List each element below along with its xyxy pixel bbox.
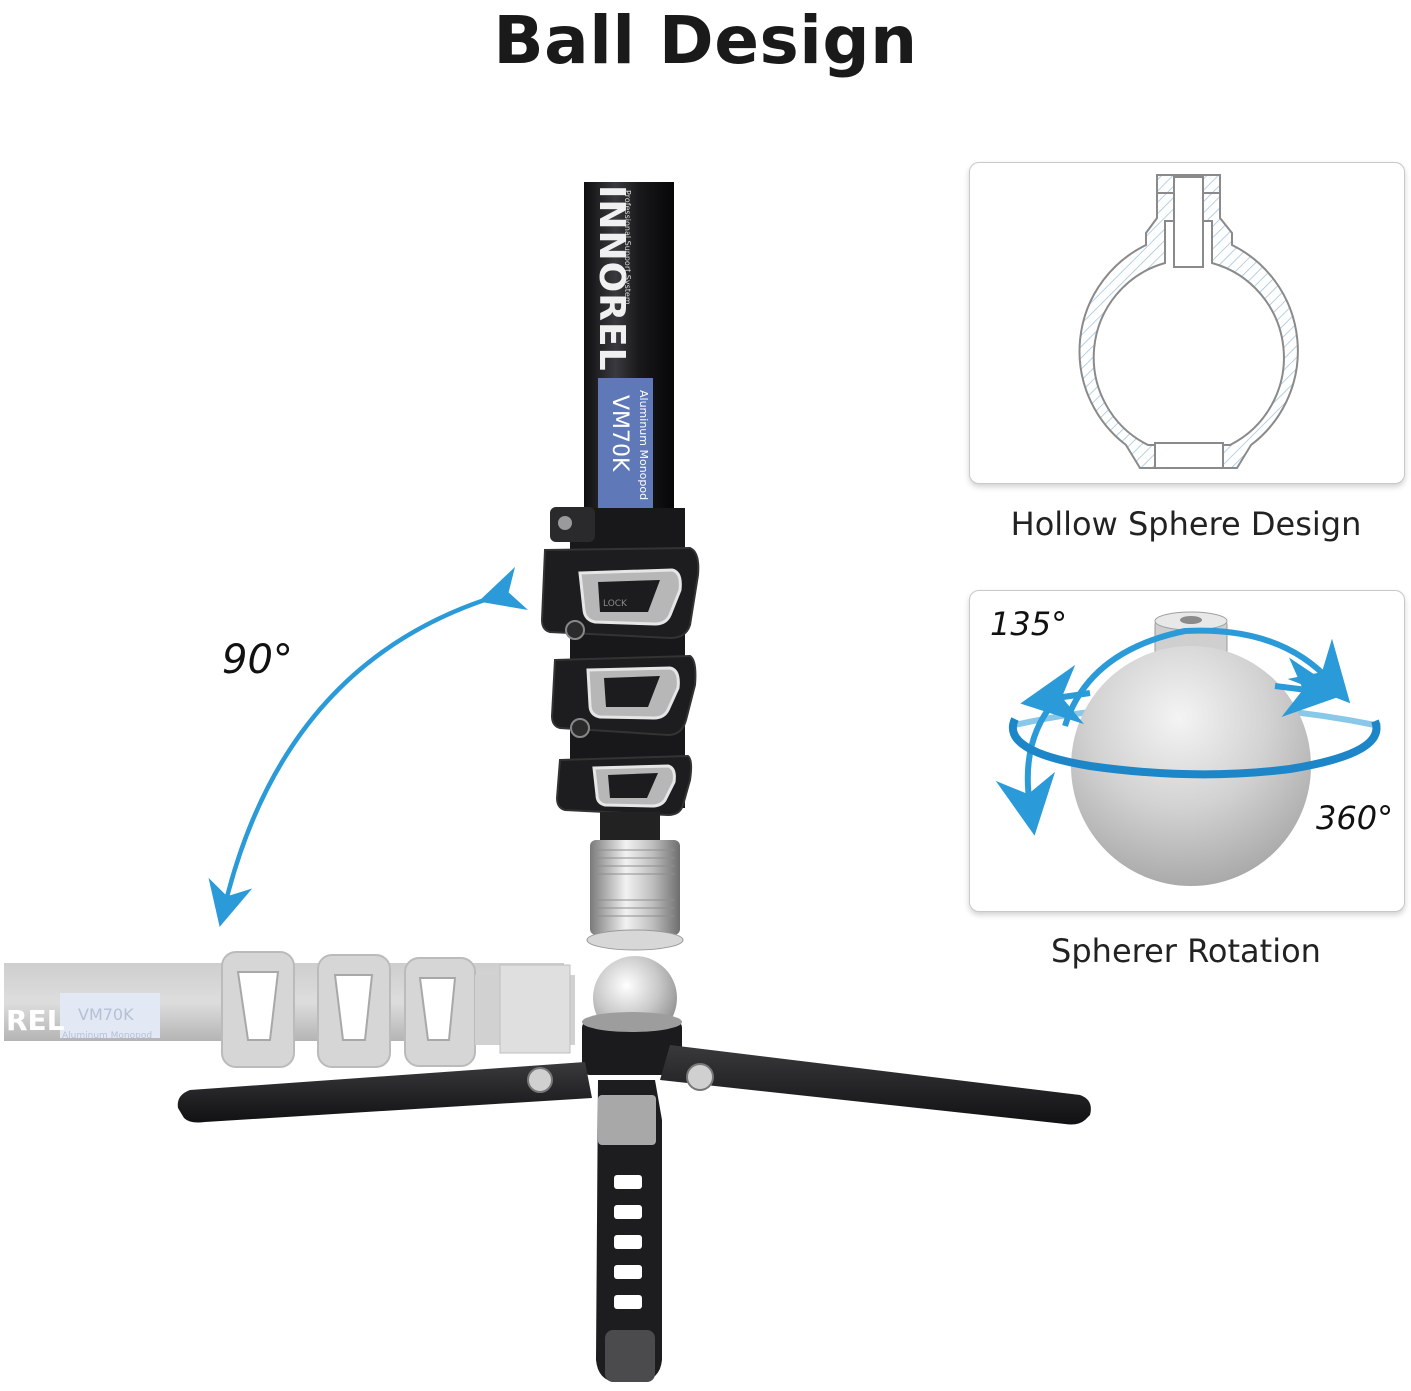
rotation-illustration <box>995 611 1381 886</box>
tilt-arrow-icon <box>208 566 529 927</box>
ball-head-base <box>177 956 1091 1382</box>
angle-360-label: 360° <box>1316 799 1394 837</box>
hollow-sphere-card <box>969 162 1405 484</box>
tagline-text: Professional Support System <box>623 190 632 305</box>
page-title: Ball Design <box>493 2 918 79</box>
ghost-subtitle-text: Aluminum Monopod <box>62 1031 152 1041</box>
hollow-sphere-caption: Hollow Sphere Design <box>1010 505 1362 543</box>
ghost-model-text: VM70K <box>78 1005 134 1024</box>
leg-locks: LOCK <box>540 507 700 817</box>
angle-135-label: 135° <box>990 605 1068 643</box>
angle-90-label: 90° <box>222 637 293 683</box>
brand-text: INNOREL <box>591 185 632 372</box>
subtitle-text: Aluminum Monopod <box>637 390 650 500</box>
rotation-caption: Spherer Rotation <box>1051 932 1321 970</box>
model-text: VM70K <box>607 395 632 472</box>
ghost-brand-text: REL <box>6 1004 65 1037</box>
lock-text-1: LOCK <box>603 599 628 609</box>
quick-release <box>586 812 684 951</box>
ghost-horizontal-monopod: REL VM70K Aluminum Monopod <box>4 951 575 1068</box>
monopod-tube: INNOREL Professional Support System VM70… <box>584 182 674 532</box>
rotation-card: 135° 360° <box>969 590 1405 912</box>
hollow-sphere-cross-section <box>1078 174 1299 469</box>
